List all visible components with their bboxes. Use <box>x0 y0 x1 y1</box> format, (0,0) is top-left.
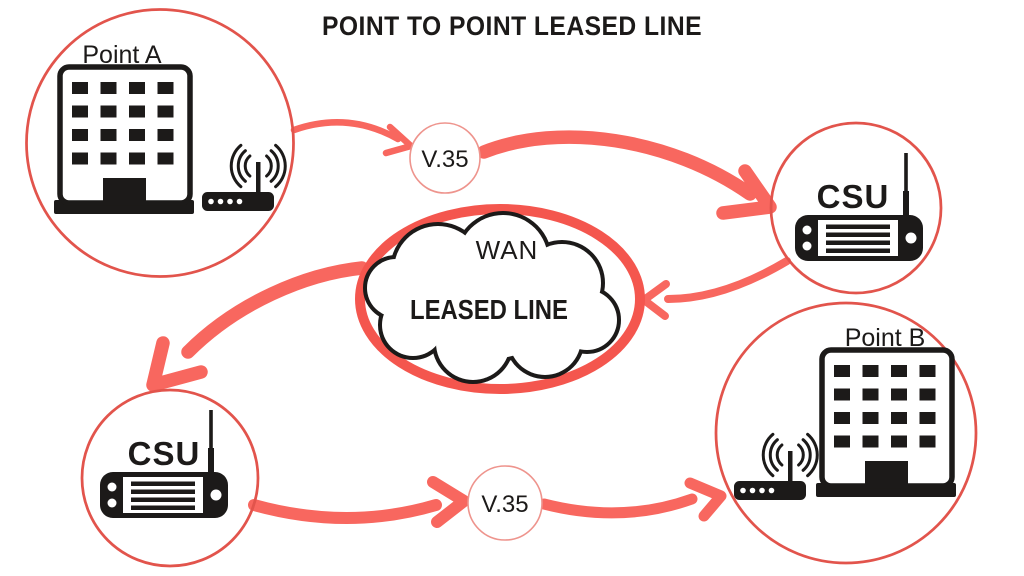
arrow-point-a-to-v35-top <box>290 119 415 157</box>
v35-circles-layer <box>409 122 543 541</box>
building-icon <box>816 347 956 497</box>
csu-left-circle <box>80 388 260 568</box>
page-title: POINT TO POINT LEASED LINE <box>322 11 702 41</box>
arrow-cloud-to-csu-left <box>146 261 369 392</box>
arrow-csu-left-to-v35-bottom <box>248 476 470 528</box>
arrow-v35-top-to-csu-right <box>477 130 777 220</box>
v35-bottom-circle <box>467 465 543 541</box>
arrowhead-icon <box>684 477 727 522</box>
node-circles-layer <box>25 8 978 568</box>
wireless-router-icon <box>202 143 287 211</box>
arrow-v35-bottom-to-point-b <box>538 477 727 522</box>
arrow-csu-right-to-cloud <box>640 257 791 320</box>
arrow-line <box>248 499 442 524</box>
wan-label: WAN <box>476 235 539 265</box>
csu-left-label: CSU <box>128 435 201 472</box>
arrow-line <box>477 130 757 201</box>
v35-bottom-label: V.35 <box>481 491 528 518</box>
arrowhead-icon <box>640 280 670 320</box>
csu-modem-icon <box>100 410 228 518</box>
arrow-line <box>181 261 369 359</box>
point-a-circle <box>25 8 295 278</box>
wireless-router-icon <box>734 432 819 500</box>
point-b-label: Point B <box>845 324 926 352</box>
arrows-layer <box>146 119 791 528</box>
v35-top-circle <box>409 122 481 194</box>
building-icon <box>54 64 194 214</box>
point-b-circle <box>714 301 978 565</box>
leased-line-label: LEASED LINE <box>410 294 568 325</box>
arrowhead-icon <box>382 123 415 157</box>
arrow-line <box>538 493 698 519</box>
csu-right-label: CSU <box>817 178 890 215</box>
arrowhead-icon <box>146 336 208 392</box>
csu-modem-icon <box>795 153 923 261</box>
arrowhead-icon <box>427 476 470 528</box>
v35-top-label: V.35 <box>421 146 468 173</box>
csu-right-circle <box>769 121 943 295</box>
arrow-line <box>290 119 402 143</box>
icons-layer <box>54 64 956 518</box>
arrow-line <box>664 257 791 303</box>
cloud-icon <box>363 211 621 384</box>
point-a-label: Point A <box>82 41 162 69</box>
